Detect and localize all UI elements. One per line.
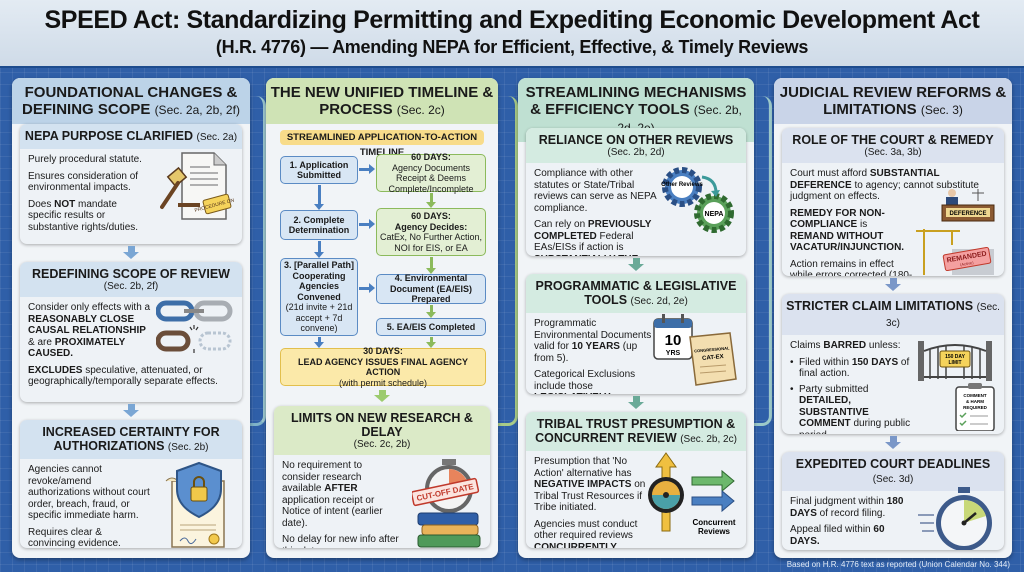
svg-text:10: 10 <box>665 332 682 349</box>
svg-text:Other Reviews: Other Reviews <box>661 182 703 188</box>
step-60-days-agency-decides: 60 DAYS:Agency Decides:CatEx, No Further… <box>376 208 486 256</box>
flow-arrow <box>127 404 135 410</box>
card-authorization-certainty: INCREASED CERTAINTY FOR AUTHORIZATIONS (… <box>20 420 242 548</box>
page-title: SPEED Act: Standardizing Permitting and … <box>44 6 980 34</box>
connector-col1-col2 <box>236 96 266 426</box>
judge-crane-icon: DEFERENCE REMANDED (Active) <box>916 189 995 275</box>
page-subtitle: (H.R. 4776) — Amending NEPA for Efficien… <box>215 37 809 57</box>
card-expedited-deadlines: EXPEDITED COURT DEADLINES (Sec. 3d) Fina… <box>782 452 1004 550</box>
svg-text:150 DAY: 150 DAY <box>945 354 965 360</box>
svg-text:Reviews: Reviews <box>698 527 731 536</box>
step-final-agency-action: 30 DAYS:LEAD AGENCY ISSUES FINAL AGENCY … <box>280 346 486 388</box>
gavel-document-icon: PROCEDURE ONLY <box>160 152 234 220</box>
flow-arrow <box>359 283 375 293</box>
column-judicial-review: JUDICIAL REVIEW REFORMS & LIMITATIONS (S… <box>774 78 1012 558</box>
card-claim-limitations: STRICTER CLAIM LIMITATIONS (Sec. 3c) Cla… <box>782 294 1004 434</box>
flow-arrow <box>123 410 139 417</box>
connector-col2-col3 <box>488 96 518 426</box>
svg-text:COMMENT: COMMENT <box>963 393 986 398</box>
calendar-scroll-icon: 10 YRS CONGRESSIONAL CAT-EX <box>653 314 737 386</box>
card-nepa-purpose: NEPA PURPOSE CLARIFIED (Sec. 2a) Purely … <box>20 124 242 244</box>
column-unified-timeline: THE NEW UNIFIED TIMELINE & PROCESS (Sec.… <box>266 78 498 558</box>
flow-arrow <box>889 278 897 284</box>
svg-text:(Active): (Active) <box>960 260 975 267</box>
svg-text:REQUIRED: REQUIRED <box>963 405 988 410</box>
card-limits-new-research: LIMITS ON NEW RESEARCH & DELAY(Sec. 2c, … <box>274 406 490 548</box>
stopwatch-icon: COURT EXPEDITED <box>918 487 992 550</box>
svg-text:Concurrent: Concurrent <box>692 518 735 527</box>
column-header: THE NEW UNIFIED TIMELINE & PROCESS (Sec.… <box>266 78 498 124</box>
svg-text:LIMIT: LIMIT <box>948 360 961 366</box>
flow-arrow <box>314 241 324 258</box>
flow-arrow <box>127 246 135 252</box>
flow-arrow <box>426 305 436 318</box>
flow-arrow <box>359 164 375 174</box>
flow-arrow <box>632 258 640 264</box>
step-60-days-receipt: 60 DAYS:Agency Documents Receipt & Deems… <box>376 152 486 194</box>
shield-lock-icon <box>165 461 225 548</box>
svg-text:NEPA: NEPA <box>705 211 724 218</box>
flow-arrow <box>632 396 640 402</box>
title-bar: SPEED Act: Standardizing Permitting and … <box>0 0 1024 68</box>
column-header: JUDICIAL REVIEW REFORMS & LIMITATIONS (S… <box>774 78 1012 124</box>
flow-arrow <box>314 337 324 348</box>
flow-arrow <box>378 390 386 395</box>
connector-col3-col4 <box>742 96 772 426</box>
step-cooperating-agencies: 3. [Parallel Path] Cooperating Agencies … <box>280 258 358 336</box>
card-role-of-court: ROLE OF THE COURT & REMEDY(Sec. 3a, 3b) … <box>782 128 1004 276</box>
card-reliance-other-reviews: RELIANCE ON OTHER REVIEWS(Sec. 2b, 2d) C… <box>526 128 746 256</box>
step-environmental-document: 4. Environmental Document (EA/EIS) Prepa… <box>376 273 486 304</box>
column-header: FOUNDATIONAL CHANGES & DEFINING SCOPE (S… <box>12 78 250 124</box>
flow-arrow <box>426 193 436 208</box>
chain-link-icon <box>156 300 233 353</box>
svg-text:DEFERENCE: DEFERENCE <box>949 211 986 217</box>
column-streamlining-mechanisms: STREAMLINING MECHANISMS & EFFICIENCY TOO… <box>518 78 754 558</box>
svg-text:& HARM: & HARM <box>966 399 984 404</box>
flow-arrow <box>359 219 375 229</box>
card-tribal-trust: TRIBAL TRUST PRESUMPTION & CONCURRENT RE… <box>526 412 746 548</box>
flow-arrow <box>426 257 436 274</box>
card-scope-of-review: REDEFINING SCOPE OF REVIEW(Sec. 2b, 2f) … <box>20 262 242 402</box>
flow-arrow <box>885 284 901 291</box>
flow-arrow <box>314 185 324 210</box>
flow-arrow <box>426 337 436 348</box>
svg-text:CONGRESSIONAL: CONGRESSIONAL <box>694 345 730 353</box>
step-complete-determination: 2. Complete Determination <box>280 210 358 240</box>
flow-arrow <box>885 442 901 449</box>
flow-arrow <box>374 395 390 402</box>
source-footnote: Based on H.R. 4776 text as reported (Uni… <box>786 560 1010 569</box>
svg-text:CAT-EX: CAT-EX <box>702 354 724 362</box>
gate-clipboard-icon: 150 DAY LIMIT COMMENT & HARM REQUIRED <box>918 341 995 431</box>
flow-arrow <box>628 264 644 271</box>
gears-icon: Other Reviews NEPA <box>661 167 734 233</box>
svg-text:YRS: YRS <box>666 350 681 357</box>
timeline-banner: STREAMLINED APPLICATION-TO-ACTION TIMELI… <box>280 130 484 158</box>
flow-arrow <box>628 402 644 409</box>
column-foundational-changes: FOUNDATIONAL CHANGES & DEFINING SCOPE (S… <box>12 78 250 558</box>
card-programmatic-tools: PROGRAMMATIC & LEGISLATIVE TOOLS (Sec. 2… <box>526 274 746 394</box>
stopwatch-books-icon: CUT-OFF DATE <box>412 459 481 548</box>
step-application-submitted: 1. Application Submitted <box>280 156 358 184</box>
tribal-seal-arrows-icon: Concurrent Reviews <box>648 452 736 536</box>
flow-arrow <box>889 436 897 442</box>
step-ea-eis-completed: 5. EA/EIS Completed <box>376 318 486 336</box>
flow-arrow <box>123 252 139 259</box>
